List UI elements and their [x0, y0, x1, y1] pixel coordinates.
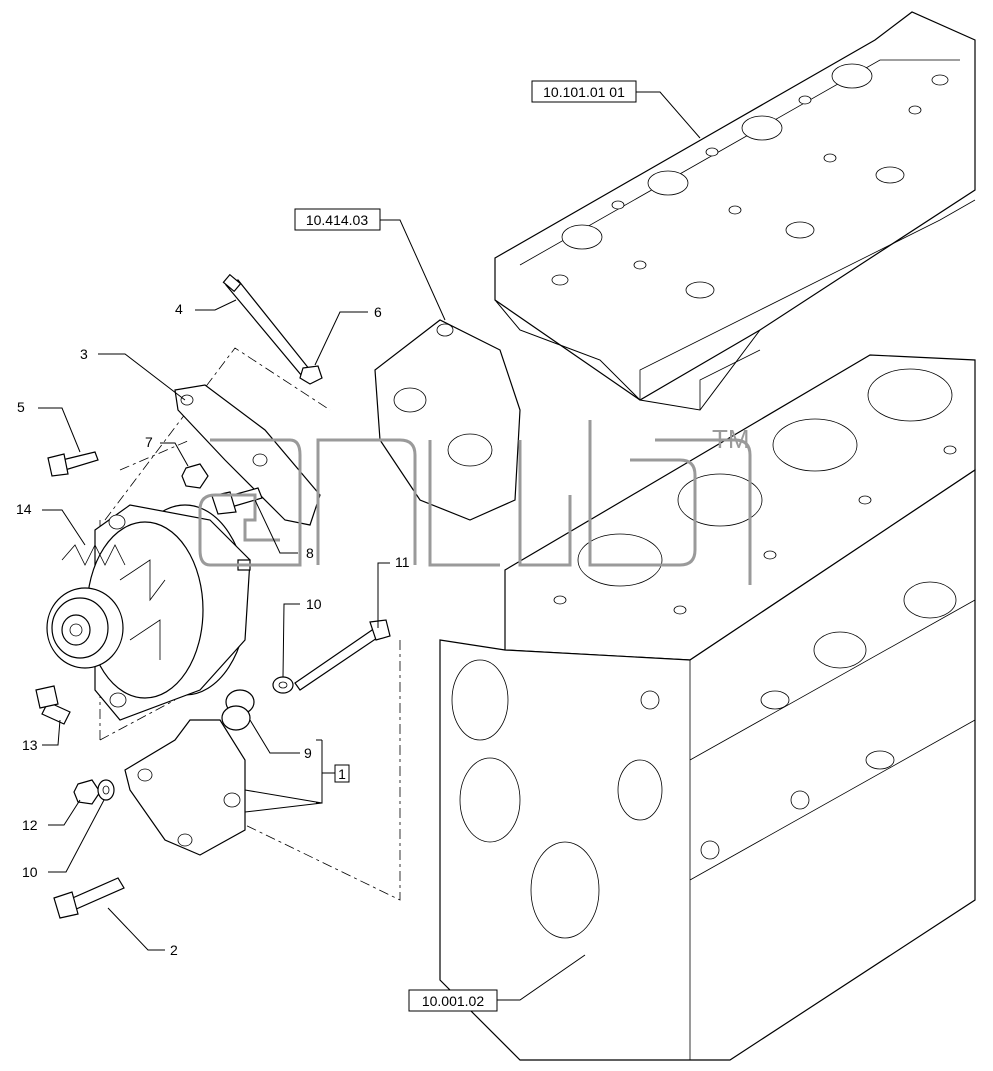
- callout-14: 14: [16, 501, 32, 517]
- callout-11: 11: [395, 554, 410, 570]
- deck-bores: [553, 368, 957, 615]
- callout-7: 7: [145, 434, 153, 450]
- callout-numbers: 4 6 3 5 7 14 8 11 10 13 9 1 12 10 2: [16, 301, 410, 958]
- callout-10-upper: 10: [306, 596, 322, 612]
- head-holes: [551, 63, 949, 299]
- watermark-logo: TM: [198, 420, 752, 585]
- svg-text:10.101.01 01: 10.101.01 01: [543, 84, 625, 100]
- callout-6: 6: [374, 304, 382, 320]
- callout-5: 5: [17, 399, 25, 415]
- callout-1: 1: [338, 766, 346, 782]
- callout-10-lower: 10: [22, 864, 38, 880]
- svg-text:10.001.02: 10.001.02: [422, 993, 484, 1009]
- engine-block-drawing: [374, 11, 976, 1061]
- svg-text:10.414.03: 10.414.03: [306, 212, 368, 228]
- reference-label-water-pump: 10.414.03: [294, 208, 381, 231]
- reference-label-crankcase: 10.001.02: [408, 989, 498, 1012]
- callout-4: 4: [175, 301, 183, 317]
- callout-3: 3: [80, 346, 88, 362]
- callout-2: 2: [170, 942, 178, 958]
- callout-9: 9: [304, 745, 312, 761]
- callout-13: 13: [22, 737, 38, 753]
- leader-lines: [38, 91, 701, 1001]
- alternator-drawing: [35, 273, 401, 919]
- reference-label-engine-head: 10.101.01 01: [531, 80, 637, 103]
- callout-1-box: [334, 764, 350, 783]
- callout-8: 8: [306, 545, 314, 561]
- trademark-mark: TM: [712, 424, 750, 454]
- callout-12: 12: [22, 817, 38, 833]
